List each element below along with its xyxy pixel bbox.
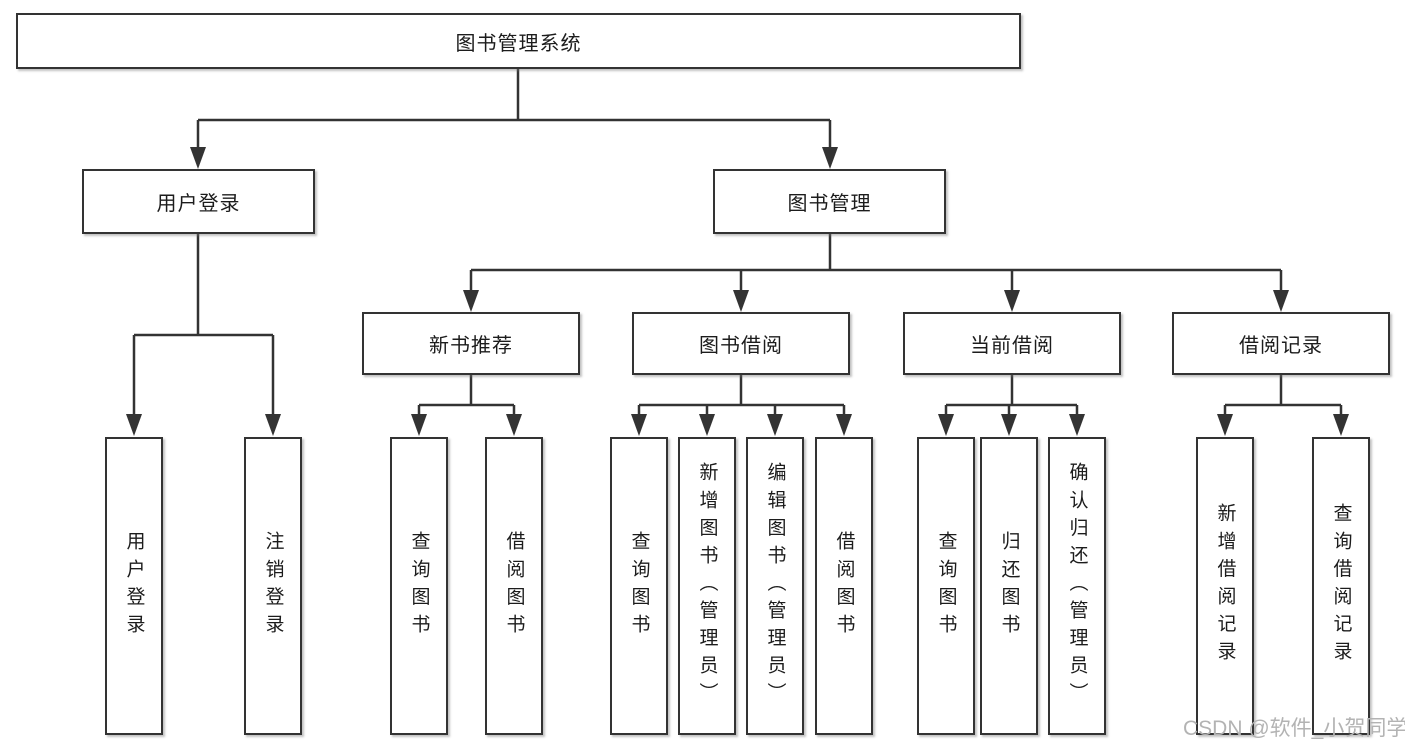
csdn-watermark: CSDN @软件_小贺同学 [1183,717,1405,740]
leaf-logout: 注销登录 [244,437,302,735]
node-book-management: 图书管理 [713,169,946,234]
leaf-query-book-1-label: 查询图书 [408,530,430,642]
node-user-login-label: 用户登录 [156,193,241,215]
leaf-return-book: 归还图书 [980,437,1038,735]
node-book-borrow-label: 图书借阅 [699,335,783,357]
leaf-edit-book-admin: 编辑图书（管理员） [746,437,804,735]
leaf-edit-book-admin-label: 编辑图书（管理员） [764,462,786,710]
leaf-user-login-label: 用户登录 [123,530,145,642]
node-root: 图书管理系统 [16,13,1021,69]
leaf-query-book-3: 查询图书 [917,437,975,735]
leaf-user-login: 用户登录 [105,437,163,735]
node-borrow-records-label: 借阅记录 [1239,335,1323,357]
leaf-borrow-book-1: 借阅图书 [485,437,543,735]
node-root-label: 图书管理系统 [455,32,582,55]
node-book-management-label: 图书管理 [787,193,872,215]
leaf-return-book-label: 归还图书 [998,530,1020,642]
leaf-query-book-1: 查询图书 [390,437,448,735]
leaf-query-borrow-record-label: 查询借阅记录 [1330,503,1352,669]
leaf-borrow-book-2: 借阅图书 [815,437,873,735]
node-borrow-records: 借阅记录 [1172,312,1390,375]
leaf-confirm-return-admin: 确认归还（管理员） [1048,437,1106,735]
leaf-query-borrow-record: 查询借阅记录 [1312,437,1370,735]
leaf-borrow-book-2-label: 借阅图书 [833,530,855,642]
node-new-book-recommend: 新书推荐 [362,312,580,375]
node-current-borrow: 当前借阅 [903,312,1121,375]
node-book-borrow: 图书借阅 [632,312,850,375]
leaf-add-borrow-record-label: 新增借阅记录 [1214,503,1236,669]
leaf-add-book-admin: 新增图书（管理员） [678,437,736,735]
node-user-login: 用户登录 [82,169,315,234]
leaf-borrow-book-1-label: 借阅图书 [503,530,525,642]
leaf-logout-label: 注销登录 [262,530,284,642]
leaf-query-book-3-label: 查询图书 [935,530,957,642]
node-new-book-recommend-label: 新书推荐 [429,335,513,357]
leaf-confirm-return-admin-label: 确认归还（管理员） [1066,462,1088,710]
leaf-add-book-admin-label: 新增图书（管理员） [696,462,718,710]
node-current-borrow-label: 当前借阅 [970,335,1054,357]
leaf-query-book-2-label: 查询图书 [628,530,650,642]
leaf-query-book-2: 查询图书 [610,437,668,735]
leaf-add-borrow-record: 新增借阅记录 [1196,437,1254,735]
